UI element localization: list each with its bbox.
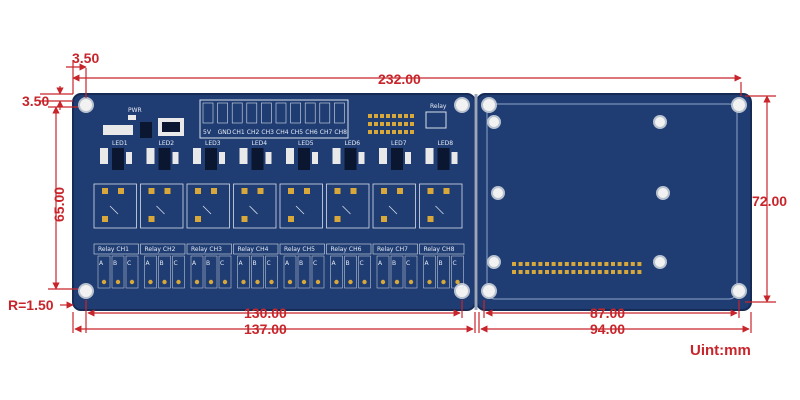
header-pin-label: CH2 [247,129,260,136]
right-width-label: 94.00 [590,321,625,337]
header-pin-label: CH8 [334,129,347,136]
terminal-label: A [192,260,197,267]
pi-board-area [476,93,752,311]
terminal-label: B [299,260,303,267]
terminal-label: A [146,260,151,267]
relay-channel-label: Relay CH5 [284,246,315,253]
relay-jumper-label: Relay [430,103,447,110]
terminal-label: A [332,260,337,267]
terminal-label: B [206,260,210,267]
left-offset-label: 3.50 [72,50,99,66]
terminal-label: C [453,260,457,267]
right-height-label: 72.00 [752,193,787,209]
led-label: LED7 [391,140,407,147]
header-connector [199,99,349,139]
left-height-label: 65.00 [51,187,67,222]
header-pin-label: CH3 [261,129,274,136]
relay-channel-label: Relay CH7 [377,246,408,253]
mounting-holes [78,97,747,299]
terminal-label: C [406,260,410,267]
unit-label: Uint:mm [690,342,751,359]
relay-channel-label: Relay CH3 [191,246,222,253]
top-offset-label: 3.50 [22,93,49,109]
terminal-label: C [127,260,131,267]
terminal-label: C [267,260,271,267]
relay-board [72,93,476,311]
terminal-label: C [360,260,364,267]
terminal-label: C [174,260,178,267]
terminal-label: B [253,260,257,267]
terminal-label: C [313,260,317,267]
pi-outline [486,103,738,300]
terminal-label: A [239,260,244,267]
hole-span-right-label: 87.00 [590,305,625,321]
header-pin-label: CH6 [305,129,318,136]
header-pin-label: 5V [203,129,212,136]
relay-channel-label: Relay CH2 [145,246,176,253]
terminal-label: A [99,260,104,267]
power-label: PWR [128,107,142,114]
led-label: LED5 [298,140,314,147]
terminal-label: B [113,260,117,267]
header-pin-label: CH7 [320,129,333,136]
led-label: LED2 [159,140,175,147]
total-width-label: 232.00 [378,71,421,87]
led-label: LED8 [438,140,454,147]
corner-radius-label: R=1.50 [8,297,54,313]
terminal-label: A [285,260,290,267]
relay-channel-label: Relay CH6 [331,246,362,253]
relay-channel-label: Relay CH4 [238,246,269,253]
header-pin-label: CH5 [291,129,304,136]
terminal-label: B [439,260,443,267]
terminal-label: B [346,260,350,267]
led-label: LED6 [345,140,361,147]
terminal-label: A [378,260,383,267]
header-pin-label: CH4 [276,129,289,136]
terminal-label: C [220,260,224,267]
terminal-label: B [392,260,396,267]
hole-span-left-label: 130.00 [244,305,287,321]
terminal-label: A [425,260,430,267]
relay-channel-label: Relay CH1 [98,246,129,253]
terminal-label: B [160,260,164,267]
left-width-label: 137.00 [244,321,287,337]
led-label: LED1 [112,140,128,147]
led-label: LED4 [252,140,268,147]
relay-channel-label: Relay CH8 [424,246,455,253]
header-pin-label: CH1 [232,129,245,136]
led-label: LED3 [205,140,221,147]
header-pin-label: GND [218,129,232,136]
